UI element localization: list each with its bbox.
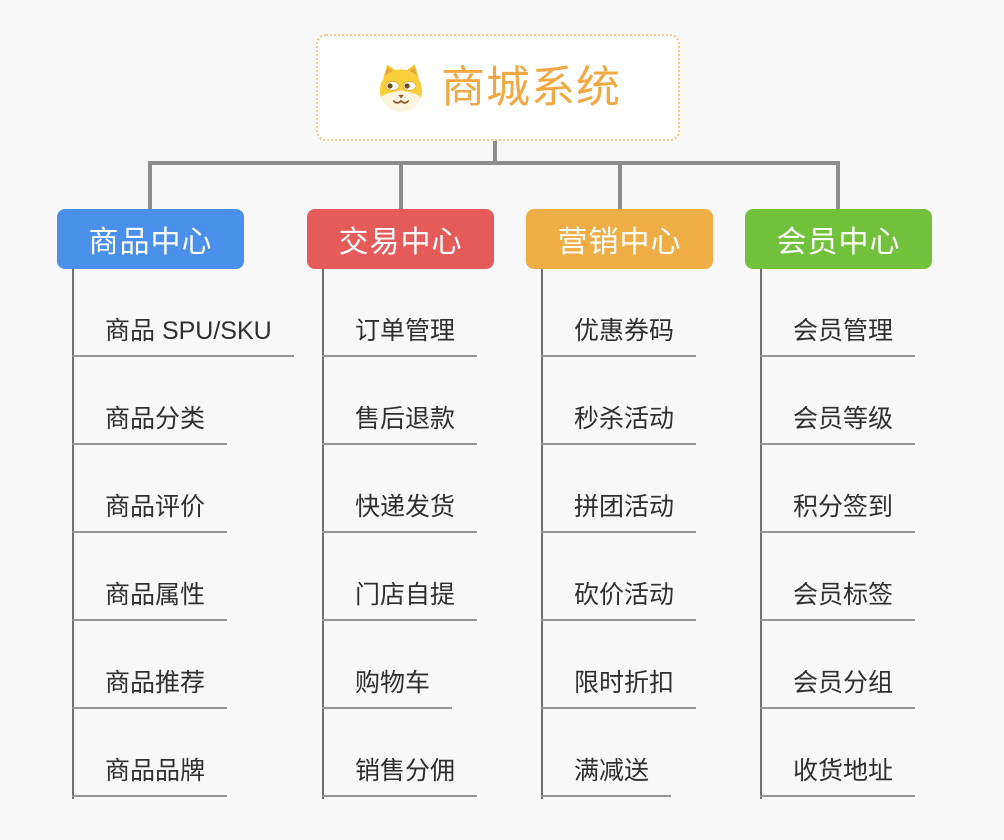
leaf-node[interactable]: 订单管理	[322, 269, 562, 357]
leaf-node[interactable]: 商品品牌	[72, 709, 312, 797]
branch-label: 营销中心	[557, 226, 682, 259]
leaf-node[interactable]: 购物车	[322, 621, 562, 709]
leaf-label: 商品分类	[72, 404, 228, 445]
leaf-label: 商品 SPU/SKU	[72, 316, 294, 357]
leaf-label: 销售分佣	[322, 756, 478, 797]
root-node[interactable]: 商城系统	[316, 34, 680, 141]
leaf-label: 拼团活动	[541, 492, 697, 533]
leaf-label: 会员标签	[760, 580, 916, 621]
branch-column-marketing-center: 优惠券码 秒杀活动 拼团活动 砍价活动 限时折扣 满减送	[541, 269, 781, 799]
leaf-node[interactable]: 快递发货	[322, 445, 562, 533]
leaf-node[interactable]: 积分签到	[760, 445, 1000, 533]
leaf-node[interactable]: 销售分佣	[322, 709, 562, 797]
branch-column-trade-center: 订单管理 售后退款 快递发货 门店自提 购物车 销售分佣	[322, 269, 562, 799]
leaf-node[interactable]: 秒杀活动	[541, 357, 781, 445]
leaf-node[interactable]: 会员管理	[760, 269, 1000, 357]
leaf-node[interactable]: 门店自提	[322, 533, 562, 621]
leaf-node[interactable]: 拼团活动	[541, 445, 781, 533]
branch-node-member-center[interactable]: 会员中心	[745, 209, 932, 269]
branch-column-member-center: 会员管理 会员等级 积分签到 会员标签 会员分组 收货地址	[760, 269, 1000, 799]
leaf-node[interactable]: 售后退款	[322, 357, 562, 445]
leaf-label: 优惠券码	[541, 316, 697, 357]
leaf-label: 门店自提	[322, 580, 478, 621]
leaf-node[interactable]: 会员分组	[760, 621, 1000, 709]
leaf-node[interactable]: 会员标签	[760, 533, 1000, 621]
leaf-label: 会员分组	[760, 668, 916, 709]
leaf-label: 会员等级	[760, 404, 916, 445]
leaf-node[interactable]: 商品 SPU/SKU	[72, 269, 312, 357]
leaf-label: 商品属性	[72, 580, 228, 621]
branch-trunk-line	[72, 269, 74, 799]
leaf-node[interactable]: 商品评价	[72, 445, 312, 533]
leaf-label: 订单管理	[322, 316, 478, 357]
leaf-node[interactable]: 限时折扣	[541, 621, 781, 709]
branch-column-product-center: 商品 SPU/SKU 商品分类 商品评价 商品属性 商品推荐 商品品牌	[72, 269, 312, 799]
tree-connector-path	[148, 139, 840, 209]
branch-label: 商品中心	[88, 226, 213, 259]
leaf-node[interactable]: 商品分类	[72, 357, 312, 445]
leaf-label: 会员管理	[760, 316, 916, 357]
leaf-node[interactable]: 会员等级	[760, 357, 1000, 445]
leaf-node[interactable]: 商品推荐	[72, 621, 312, 709]
leaf-label: 限时折扣	[541, 668, 697, 709]
leaf-label: 商品推荐	[72, 668, 228, 709]
leaf-label: 砍价活动	[541, 580, 697, 621]
root-title: 商城系统	[441, 62, 621, 112]
leaf-label: 购物车	[322, 668, 453, 709]
branch-label: 交易中心	[338, 226, 463, 259]
leaf-label: 快递发货	[322, 492, 478, 533]
branch-trunk-line	[322, 269, 324, 799]
leaf-node[interactable]: 收货地址	[760, 709, 1000, 797]
branch-trunk-line	[760, 269, 762, 799]
leaf-label: 商品品牌	[72, 756, 228, 797]
shiba-dog-icon	[379, 63, 423, 112]
leaf-node[interactable]: 商品属性	[72, 533, 312, 621]
branch-trunk-line	[541, 269, 543, 799]
leaf-label: 满减送	[541, 756, 672, 797]
leaf-node[interactable]: 优惠券码	[541, 269, 781, 357]
branch-node-product-center[interactable]: 商品中心	[57, 209, 244, 269]
leaf-label: 秒杀活动	[541, 404, 697, 445]
branch-label: 会员中心	[776, 226, 901, 259]
leaf-label: 收货地址	[760, 756, 916, 797]
leaf-node[interactable]: 砍价活动	[541, 533, 781, 621]
leaf-label: 积分签到	[760, 492, 916, 533]
branch-node-marketing-center[interactable]: 营销中心	[526, 209, 713, 269]
branch-node-trade-center[interactable]: 交易中心	[307, 209, 494, 269]
leaf-label: 售后退款	[322, 404, 478, 445]
leaf-node[interactable]: 满减送	[541, 709, 781, 797]
leaf-label: 商品评价	[72, 492, 228, 533]
